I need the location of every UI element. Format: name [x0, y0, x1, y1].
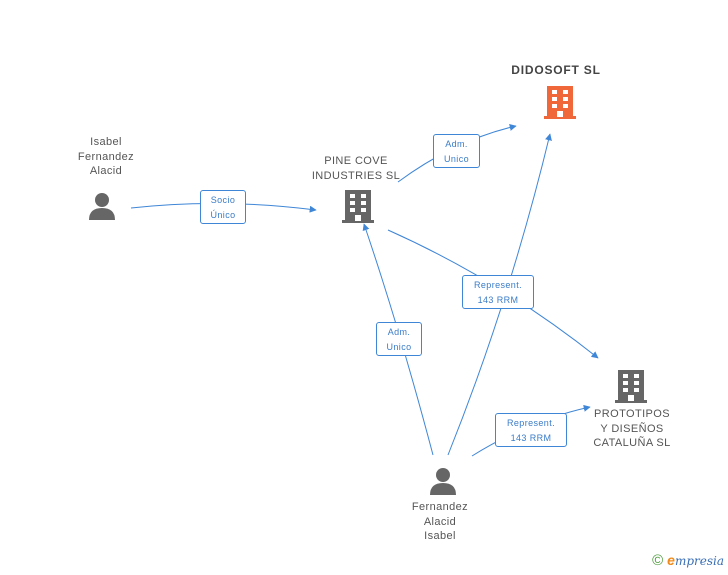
edge-label-line: 143 RRM	[510, 433, 552, 443]
node-label-fernandez[interactable]: Fernandez Alacid Isabel	[380, 500, 500, 544]
edge-label-represent-mid[interactable]: Represent. 143 RRM	[462, 275, 534, 309]
edge-label-line: Socio	[210, 195, 236, 205]
edge-label-socio-unico[interactable]: Socio Único	[200, 190, 246, 224]
edge-label-line: Unico	[443, 154, 469, 164]
building-icon[interactable]	[615, 368, 647, 404]
brand-logo-initial: e	[667, 552, 675, 568]
node-label-line: INDUSTRIES SL	[311, 169, 401, 182]
edge-label-adm-unico-top[interactable]: Adm. Unico	[433, 134, 480, 168]
copyright-symbol: ©	[652, 552, 664, 569]
edge-label-line: Represent.	[473, 280, 523, 290]
node-label-prototipos[interactable]: PROTOTIPOS Y DISEÑOS CATALUÑA SL	[572, 407, 692, 451]
person-icon[interactable]	[87, 191, 117, 221]
footer-brand: ©empresia	[652, 552, 724, 569]
brand-logo-text: mpresia	[674, 554, 724, 568]
edge-label-line: Unico	[386, 342, 412, 352]
edge-label-represent-low[interactable]: Represent. 143 RRM	[495, 413, 567, 447]
node-label-line: Alacid	[89, 165, 123, 177]
node-label-line: Y DISEÑOS	[600, 422, 664, 435]
person-icon[interactable]	[428, 466, 458, 496]
node-label-line: PINE COVE	[324, 155, 388, 167]
node-label-pine-cove[interactable]: PINE COVE INDUSTRIES SL	[296, 154, 416, 183]
node-label-line: Isabel	[90, 136, 122, 148]
node-label-line: Alacid	[423, 515, 457, 528]
edge-label-line: Único	[210, 210, 236, 220]
edge-label-adm-unico-mid[interactable]: Adm. Unico	[376, 322, 422, 356]
node-label-line: Isabel	[424, 530, 456, 542]
node-label-isabel[interactable]: Isabel Fernandez Alacid	[46, 135, 166, 179]
node-label-line: CATALUÑA SL	[593, 437, 671, 449]
edge-label-line: Adm.	[445, 139, 468, 149]
node-label-didosoft[interactable]: DIDOSOFT SL	[511, 63, 601, 77]
building-icon[interactable]	[544, 84, 576, 120]
edge-label-line: Represent.	[506, 418, 556, 428]
building-icon[interactable]	[342, 188, 374, 224]
edge-label-line: 143 RRM	[477, 295, 519, 305]
node-label-line: PROTOTIPOS	[594, 408, 670, 420]
edge-label-line: Adm.	[387, 327, 411, 337]
node-label-line: Fernandez	[77, 150, 135, 163]
node-label-line: Fernandez	[411, 501, 469, 513]
